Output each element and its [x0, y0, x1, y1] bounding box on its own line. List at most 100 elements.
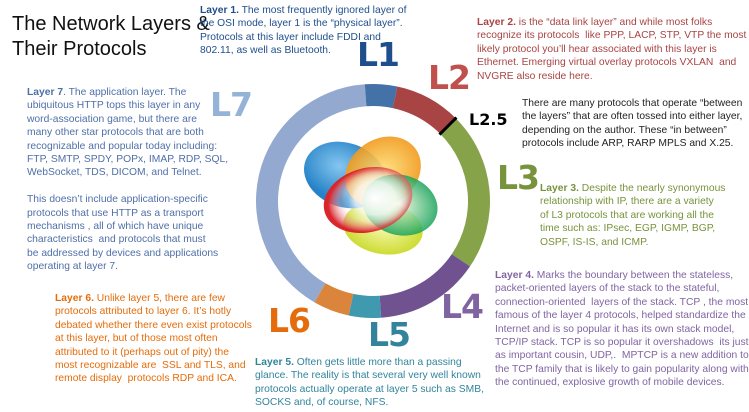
layer-2-description: Layer 2. is the “data link layer” and wh…	[477, 16, 746, 83]
ring-segment-l4	[379, 254, 470, 318]
description-line: time such as: IPsec, EGP, IGMP, BGP,	[540, 222, 725, 235]
description-line: likely protocol you’ll hear associated w…	[477, 43, 746, 56]
description-text: 802.11, as well as Bluetooth.	[200, 45, 331, 57]
description-line: relationship with IP, there are a variet…	[540, 195, 725, 208]
description-line: This doesn’t include application-specifi…	[27, 193, 228, 206]
description-line: connection-oriented layers of the stack.…	[495, 296, 749, 309]
layer-lead: Layer 7	[27, 87, 64, 98]
description-line: debated whether there even exist protoco…	[55, 319, 252, 332]
description-line: Layer 5. Often gets little more than a p…	[255, 356, 484, 369]
description-text: debated whether there even exist protoco…	[55, 319, 252, 331]
label-l2-5: L2.5	[469, 110, 508, 129]
description-line: FTP, SMTP, SPDY, POPx, IMAP, RDP, SQL,	[27, 153, 228, 166]
description-text: as important cousin, UDP,. MPTCP is a ne…	[495, 350, 749, 362]
description-line: packet-oriented layers of the stack to t…	[495, 282, 749, 295]
description-line: WebSocket, TDS, DICOM, and Telnet.	[27, 166, 228, 179]
ring-segment-l6	[314, 283, 354, 316]
description-text: WebSocket, TDS, DICOM, and Telnet.	[27, 167, 202, 179]
description-line: glance. The reality is that several very…	[255, 369, 484, 382]
description-text: glance. The reality is that several very…	[255, 370, 481, 382]
description-line: attributed to it (perhaps out of pity) t…	[55, 346, 252, 359]
description-text: most recognizable are SSL and TLS, and	[55, 360, 246, 372]
description-text: NVGRE also reside here.	[477, 70, 593, 82]
description-text: attributed to it (perhaps out of pity) t…	[55, 346, 230, 358]
description-text: protocols attributed to layer 6. It’s ho…	[55, 306, 232, 318]
ring-segment-l5	[348, 293, 382, 318]
description-text: of L3 protocols that are working all the	[540, 209, 715, 221]
description-text: connection-oriented layers of the stack.…	[495, 296, 749, 308]
description-line: the continued, explosive growth of mobil…	[495, 376, 749, 389]
description-text: The most frequently ignored layer of	[238, 5, 407, 16]
description-text: word-association game, but there are	[27, 113, 197, 125]
layer-lead: Layer 2.	[477, 17, 516, 28]
ring-segment-l3	[440, 118, 491, 267]
layer-lead: Layer 6.	[55, 293, 94, 304]
description-line: word-association game, but there are	[27, 113, 228, 126]
description-line: be addressed by devices and applications	[27, 247, 228, 260]
description-text: likely protocol you’ll hear associated w…	[477, 43, 717, 55]
description-line: protocols actually operate at layer 5 su…	[255, 383, 484, 396]
description-text: protocols actually operate at layer 5 su…	[255, 383, 484, 395]
description-line: recognize its protocols like PPP, LACP, …	[477, 29, 746, 42]
description-line: Internet and is so popular it has its ow…	[495, 323, 749, 336]
description-text: Unlike layer 5, there are few	[93, 293, 225, 304]
description-text: relationship with IP, there are a variet…	[540, 196, 714, 208]
description-text: There are many protocols that operate “b…	[522, 98, 743, 109]
description-text: famous of the layer 4 protocols, helped …	[495, 310, 746, 322]
description-text: protocols include ARP, RARP MPLS and X.2…	[522, 138, 734, 150]
layer-2-5-description: There are many protocols that operate “b…	[522, 97, 742, 151]
label-l2: L2	[428, 58, 471, 97]
description-text: time such as: IPsec, EGP, IGMP, BGP,	[540, 223, 716, 235]
description-line: Layer 3. Despite the nearly synonymous	[540, 182, 725, 195]
description-line: Layer 6. Unlike layer 5, there are few	[55, 292, 252, 305]
description-text: OSPF, IS-IS, and ICMP.	[540, 236, 649, 248]
description-text: be addressed by devices and applications	[27, 247, 219, 259]
description-line: the OSI mode, layer 1 is the “physical l…	[200, 17, 406, 30]
description-text: ubiquitous HTTP tops this layer in any	[27, 100, 201, 112]
description-line: at this layer, but of those most often	[55, 332, 252, 345]
label-l3: L3	[497, 158, 540, 197]
description-line: protocols include ARP, RARP MPLS and X.2…	[522, 137, 742, 150]
description-line: of L3 protocols that are working all the	[540, 209, 725, 222]
ring-segment-l1	[364, 84, 398, 109]
description-text: the layers” that are often tossed into e…	[522, 111, 743, 123]
description-line: most recognizable are SSL and TLS, and	[55, 359, 252, 372]
description-text: protocols that use HTTP as a transport	[27, 207, 204, 219]
description-text: recognize its protocols like PPP, LACP, …	[477, 30, 747, 42]
description-text: packet-oriented layers of the stack to t…	[495, 283, 720, 295]
description-line: TCP/IP stack. TCP is so popular it overs…	[495, 336, 749, 349]
description-line: Layer 4. Marks the boundary between the …	[495, 269, 749, 282]
description-text: SOCKS and, of course, NFS.	[255, 397, 389, 409]
description-line: Layer 7. The application layer. The	[27, 86, 228, 99]
description-text: Ethernet. Emerging virtual overlay proto…	[477, 57, 737, 69]
description-text: the OSI mode, layer 1 is the “physical l…	[200, 18, 403, 30]
description-text: FTP, SMTP, SPDY, POPx, IMAP, RDP, SQL,	[27, 154, 229, 166]
description-line: Layer 1. The most frequently ignored lay…	[200, 4, 406, 17]
description-text: Internet and is so popular it has its ow…	[495, 323, 735, 335]
label-l7: L7	[210, 85, 253, 124]
title-line-2: Their Protocols	[12, 38, 147, 60]
description-line: 802.11, as well as Bluetooth.	[200, 44, 406, 57]
layer-1-description: Layer 1. The most frequently ignored lay…	[200, 4, 406, 58]
layer-lead: Layer 4.	[495, 270, 534, 281]
label-l4: L4	[441, 287, 484, 326]
description-line: characteristics and protocols that must	[27, 233, 228, 246]
layer-4-description: Layer 4. Marks the boundary between the …	[495, 269, 749, 390]
label-l1: L1	[357, 35, 400, 74]
description-line: as important cousin, UDP,. MPTCP is a ne…	[495, 349, 749, 362]
description-line: protocols attributed to layer 6. It’s ho…	[55, 305, 252, 318]
description-line: depending on the author. These “in betwe…	[522, 124, 742, 137]
label-l6: L6	[268, 301, 311, 340]
description-text: Protocols at this layer include FDDI and	[200, 31, 381, 43]
ring-segment-l7	[255, 84, 367, 303]
title-line-1: The Network Layers &	[12, 13, 210, 35]
label-l5: L5	[368, 315, 411, 354]
description-line	[27, 180, 228, 193]
center-logo	[304, 136, 438, 255]
description-text: recognizable and popular today including…	[27, 140, 218, 152]
description-line: protocols that use HTTP as a transport	[27, 207, 228, 220]
description-text: depending on the author. These “in betwe…	[522, 124, 727, 136]
